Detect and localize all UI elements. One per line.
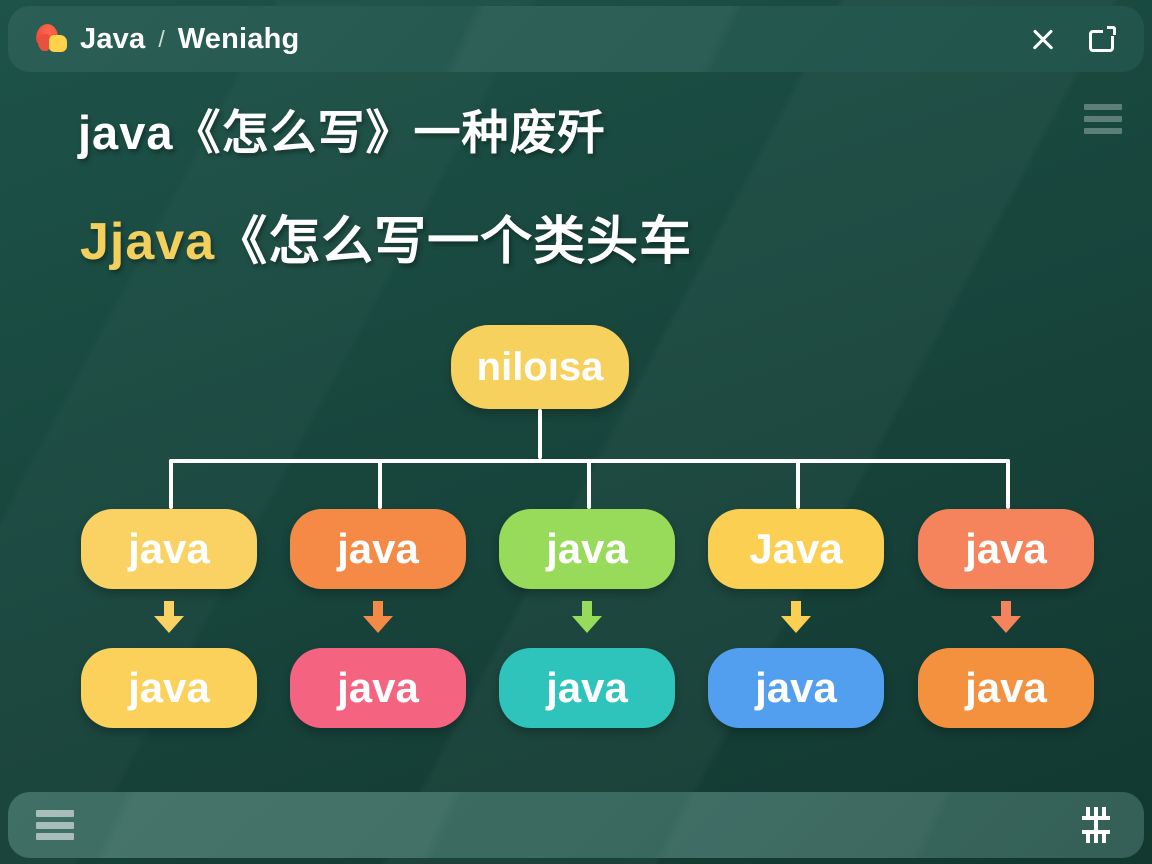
tree-node-row1[interactable]: Java	[708, 509, 884, 589]
tree-root-node[interactable]: niloısa	[451, 325, 629, 409]
tree-node-row1[interactable]: java	[918, 509, 1094, 589]
tree-node-label: java	[546, 525, 628, 572]
app-name-label: Java	[80, 22, 146, 55]
title-bar: Java / Weniahg	[8, 6, 1144, 72]
slide-heading-secondary: Jjava《怎么写一个类头车	[80, 199, 692, 274]
tree-node-row1[interactable]: java	[81, 509, 257, 589]
align-crosshair-icon[interactable]	[1076, 805, 1116, 845]
slide-menu-icon[interactable]	[1084, 104, 1122, 134]
slide-canvas: java《怎么写》一种废歼 Jjava《怎么写一个类头车 niloısa java…	[0, 72, 1152, 792]
slide-heading-primary: java《怎么写》一种废歼	[78, 106, 606, 159]
arrow-down-icon	[154, 601, 184, 633]
tree-node-row2[interactable]: java	[499, 648, 675, 728]
tree-node-row2[interactable]: java	[708, 648, 884, 728]
arrow-down-icon	[363, 601, 393, 633]
java-duke-icon	[36, 24, 70, 54]
tree-node-label: java	[337, 525, 419, 572]
tree-root-label: niloısa	[476, 344, 604, 389]
tree-node-label: java	[965, 664, 1047, 711]
tree-node-label: java	[128, 525, 210, 572]
arrow-down-icon	[991, 601, 1021, 633]
tree-connector-drop	[796, 459, 800, 509]
slide-heading-accent: Jjava	[80, 213, 216, 271]
maximize-icon[interactable]	[1086, 22, 1120, 56]
tree-diagram: niloısa java java java java java java Java java j…	[0, 72, 1152, 792]
title-bar-left: Java / Weniahg	[36, 23, 299, 56]
tree-node-row1[interactable]: java	[499, 509, 675, 589]
close-icon[interactable]	[1026, 22, 1060, 56]
tree-connector-drop	[378, 459, 382, 509]
tree-node-label: java	[128, 664, 210, 711]
arrow-down-icon	[781, 601, 811, 633]
tree-node-label: java	[965, 525, 1047, 572]
tree-node-label: Java	[749, 525, 843, 572]
tree-node-row2[interactable]: java	[918, 648, 1094, 728]
tree-node-label: java	[755, 664, 837, 711]
bottom-menu-icon[interactable]	[36, 810, 74, 840]
window-controls	[1026, 22, 1120, 56]
slide-heading-rest: 《怎么写一个类头车	[215, 213, 693, 271]
tree-node-label: java	[337, 664, 419, 711]
tree-connector-drop	[1006, 459, 1010, 509]
breadcrumb-separator: /	[158, 25, 165, 52]
arrow-down-icon	[572, 601, 602, 633]
tree-connector-drop	[587, 459, 591, 509]
tree-node-label: java	[546, 664, 628, 711]
tree-node-row2[interactable]: java	[290, 648, 466, 728]
bottom-bar	[8, 792, 1144, 858]
tree-connector-drop	[169, 459, 173, 509]
tree-connector-stem	[538, 409, 542, 459]
tree-node-row1[interactable]: java	[290, 509, 466, 589]
tree-node-row2[interactable]: java	[81, 648, 257, 728]
document-name-label: Weniahg	[177, 22, 300, 55]
